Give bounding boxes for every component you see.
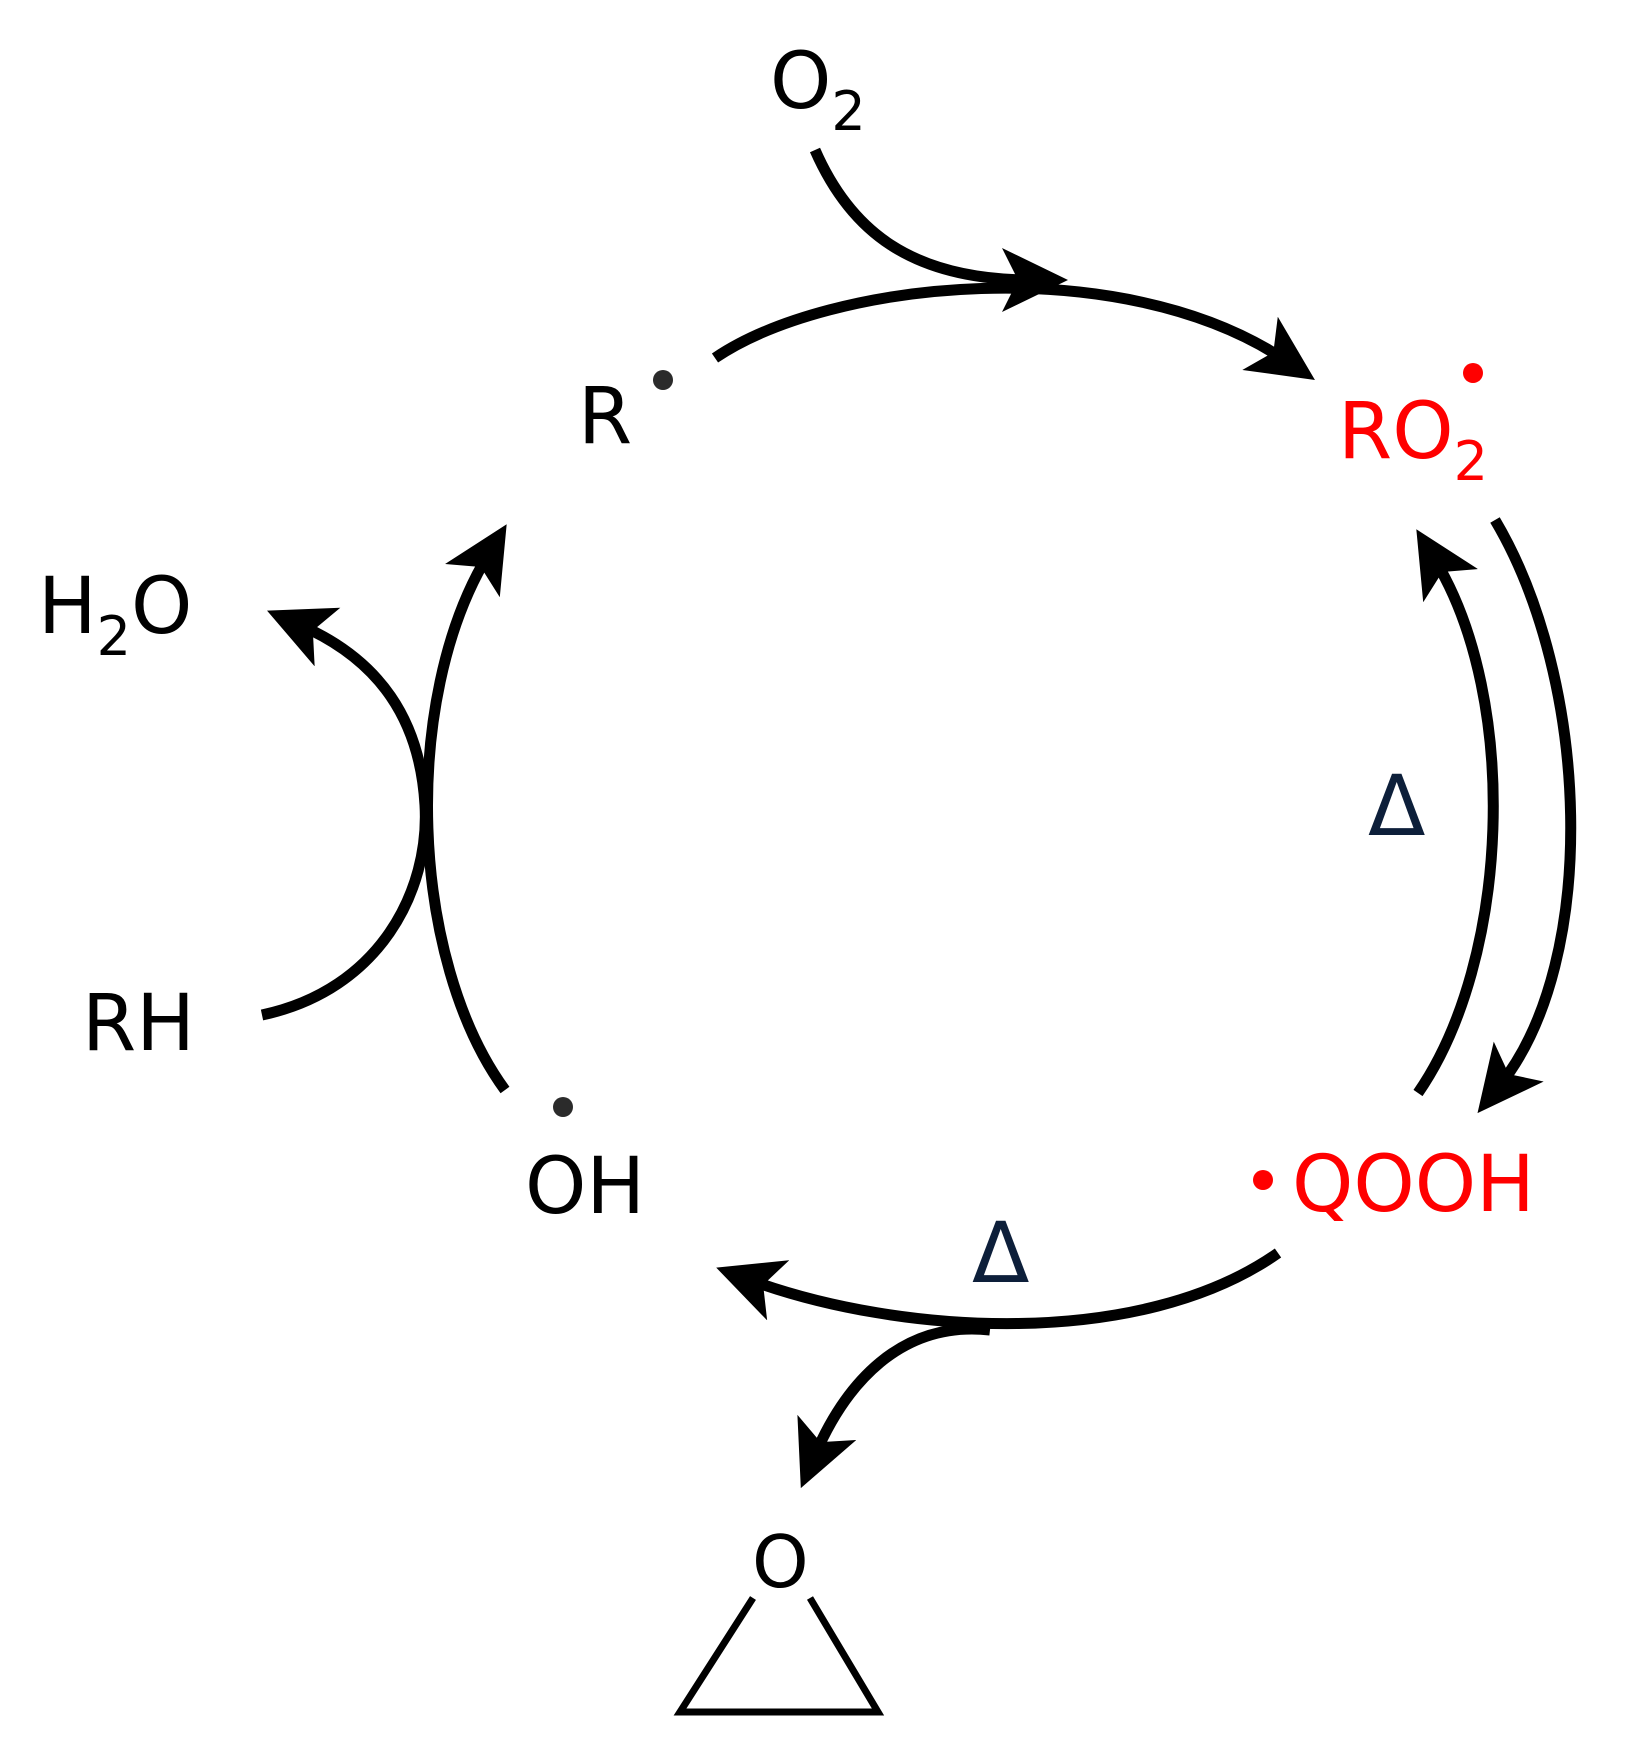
ro2-radical-dot <box>1463 363 1483 383</box>
qooh-radical-label: QOOH <box>1292 1140 1535 1230</box>
oh-radical-label: OH <box>525 1142 645 1232</box>
arrow-oh-to-r <box>422 524 510 1094</box>
arrow-o2-join <box>809 147 1068 312</box>
oh-radical-dot <box>553 1097 573 1117</box>
qooh-radical-dot <box>1253 1170 1273 1190</box>
arrow-qooh-to-ro2 <box>1413 529 1499 1097</box>
ro2-radical-label: RO2 <box>1338 387 1488 493</box>
arrow-rh-to-h2o <box>260 607 431 1021</box>
h2o-label: H2O <box>38 562 192 668</box>
rh-label: RH <box>82 979 195 1069</box>
arrow-qooh-to-oh <box>716 1248 1282 1329</box>
arrow-ro2-to-qooh <box>1477 517 1577 1114</box>
delta-right-label: Δ <box>1368 757 1425 855</box>
o2-label: O2 <box>770 37 866 143</box>
r-radical-label: R <box>578 372 632 462</box>
r-radical-dot <box>653 370 673 390</box>
delta-bottom-label: Δ <box>972 1204 1029 1302</box>
arrow-to-epoxide <box>797 1323 991 1489</box>
arrow-r-to-ro2 <box>711 282 1315 380</box>
epoxide-ring <box>673 1596 885 1716</box>
epoxide-oxygen-label: O <box>752 1520 809 1604</box>
